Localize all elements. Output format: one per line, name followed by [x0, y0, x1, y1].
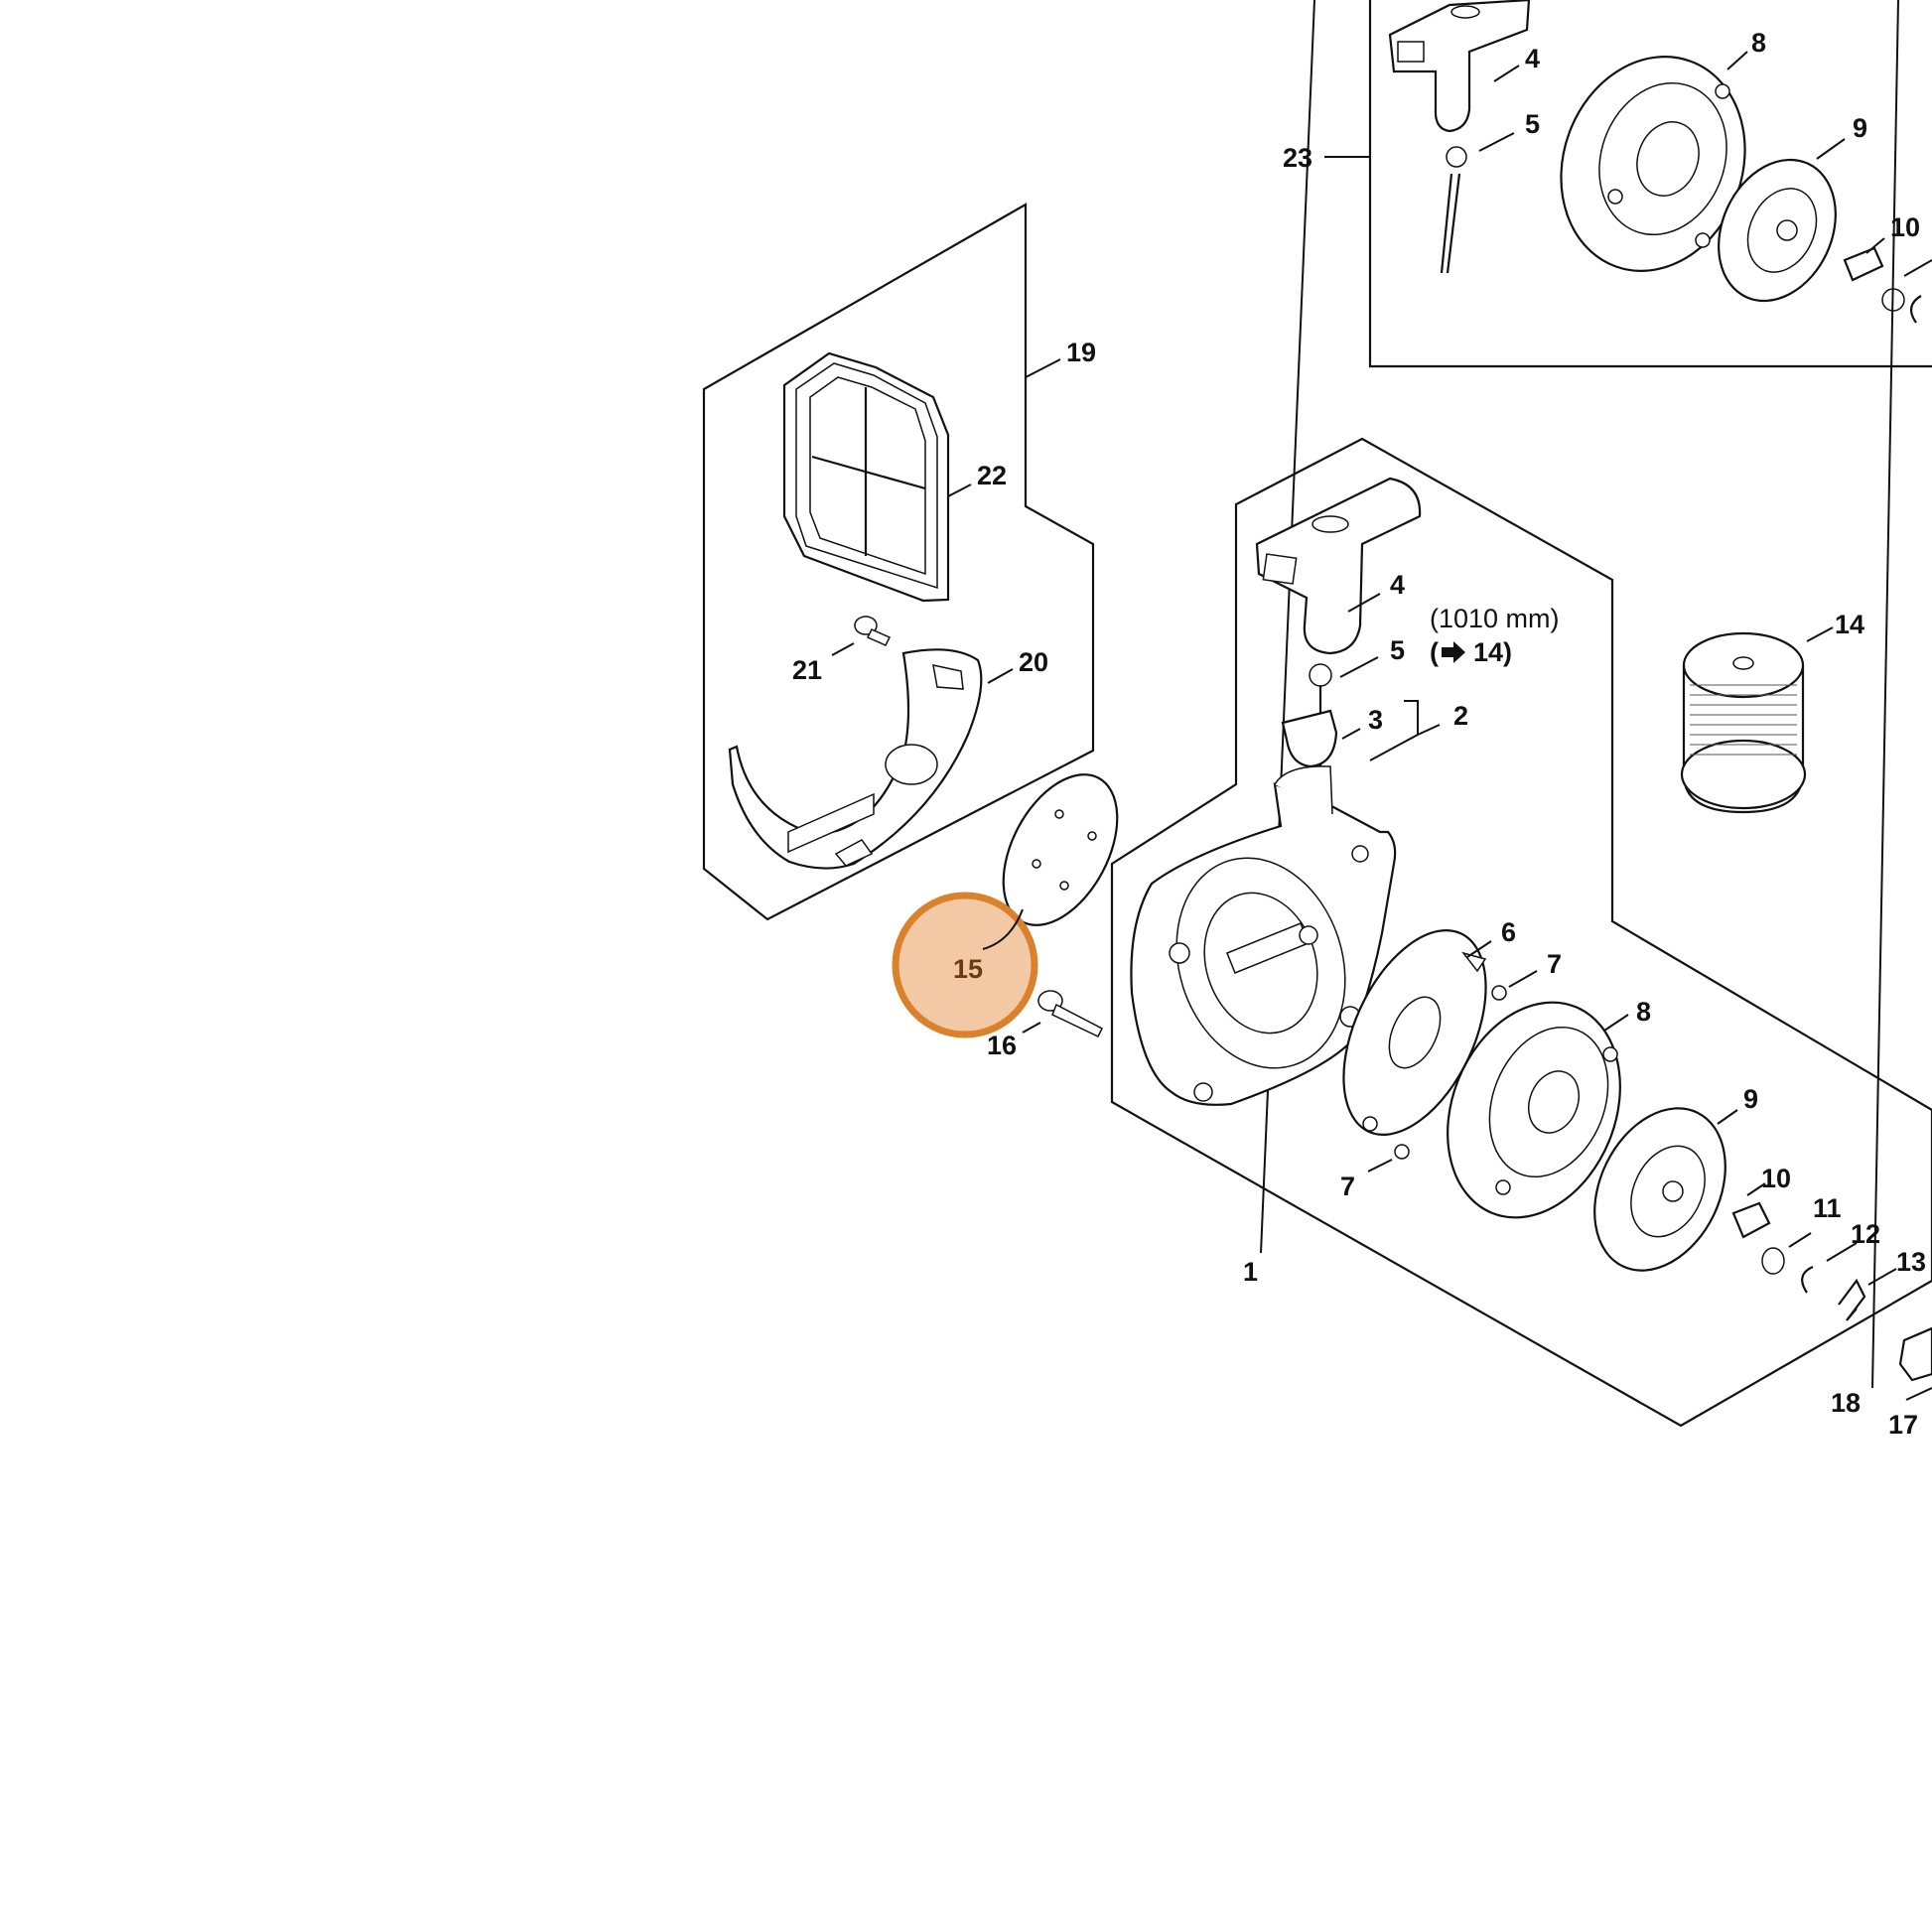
callout-13[interactable]: 13 — [1896, 1247, 1926, 1277]
callout-15: 15 — [953, 954, 983, 984]
fan-housing — [1130, 765, 1397, 1106]
callout-11[interactable]: 11 — [1813, 1193, 1842, 1223]
callout-5-main[interactable]: 5 — [1390, 635, 1405, 665]
callout-4-inset[interactable]: 4 — [1525, 44, 1540, 73]
starter-grip-4 — [1255, 477, 1422, 655]
inset-clip — [1909, 295, 1922, 324]
bolt-16 — [1022, 990, 1104, 1037]
screw-7-upper — [1491, 970, 1538, 1001]
right-arrow-icon — [1442, 641, 1465, 663]
spring-13 — [1838, 1268, 1897, 1321]
rope-ref-note: 14) — [1473, 637, 1512, 667]
callout-10-inset[interactable]: 10 — [1890, 212, 1920, 242]
rope-rotor-8 — [1447, 1001, 1629, 1219]
cover-20 — [728, 648, 1014, 870]
callout-9-main[interactable]: 9 — [1743, 1084, 1758, 1114]
callout-8-inset[interactable]: 8 — [1751, 28, 1766, 58]
callout-7-upper[interactable]: 7 — [1547, 949, 1562, 979]
callout-9-inset[interactable]: 9 — [1853, 113, 1867, 143]
rope-ref-open: ( — [1430, 637, 1439, 667]
inset-pawl — [1843, 246, 1884, 282]
callout-10-main[interactable]: 10 — [1761, 1164, 1791, 1193]
callout-18[interactable]: 18 — [1831, 1388, 1861, 1418]
callout-22[interactable]: 22 — [977, 461, 1007, 490]
rope-length-note: (1010 mm) — [1430, 604, 1560, 633]
callout-19[interactable]: 19 — [1066, 338, 1096, 367]
nut-18 — [1871, 0, 1932, 1389]
filter-element-22 — [782, 351, 972, 603]
inset-fan-wheel — [1718, 158, 1837, 303]
disc-15 — [1002, 773, 1119, 926]
callout-labels: 1 2 3 4 5 6 7 7 8 9 10 11 12 13 14 16 17… — [792, 28, 1926, 1440]
pawl-10 — [1731, 1182, 1771, 1239]
callout-2[interactable]: 2 — [1453, 701, 1468, 731]
callout-3[interactable]: 3 — [1368, 705, 1383, 735]
callout-14[interactable]: 14 — [1835, 610, 1864, 639]
callout-17[interactable]: 17 — [1888, 1410, 1918, 1440]
screw-21 — [831, 616, 892, 656]
callout-7-lower[interactable]: 7 — [1340, 1172, 1355, 1201]
bracket-2 — [1369, 700, 1419, 761]
callout-20[interactable]: 20 — [1019, 647, 1048, 677]
guide-bush-3 — [1281, 709, 1361, 768]
clip-12 — [1801, 1242, 1858, 1294]
pulley-9 — [1593, 1107, 1738, 1272]
rope-coil-14 — [1680, 626, 1834, 814]
callout-1[interactable]: 1 — [1243, 1257, 1258, 1287]
callout-16[interactable]: 16 — [987, 1031, 1017, 1060]
callout-4-main[interactable]: 4 — [1390, 570, 1405, 600]
screw-7-lower — [1367, 1144, 1410, 1173]
leader-2 — [1417, 724, 1441, 736]
washer-11 — [1761, 1232, 1812, 1275]
callout-23[interactable]: 23 — [1283, 143, 1312, 173]
inset-starter-grip — [1388, 0, 1531, 274]
highlight-callout-15[interactable]: 15 — [892, 892, 1038, 1038]
callout-21[interactable]: 21 — [792, 655, 822, 685]
callout-6[interactable]: 6 — [1501, 917, 1516, 947]
callout-12[interactable]: 12 — [1851, 1219, 1880, 1249]
spring-cover-6 — [1342, 929, 1492, 1136]
callout-5-inset[interactable]: 5 — [1525, 109, 1540, 139]
callout-8-main[interactable]: 8 — [1636, 997, 1651, 1027]
inset-frame-23 — [1324, 0, 1932, 368]
frame-19 — [702, 203, 1095, 921]
inset-rope-rotor — [1560, 56, 1746, 272]
leader-17 — [1905, 1387, 1932, 1401]
